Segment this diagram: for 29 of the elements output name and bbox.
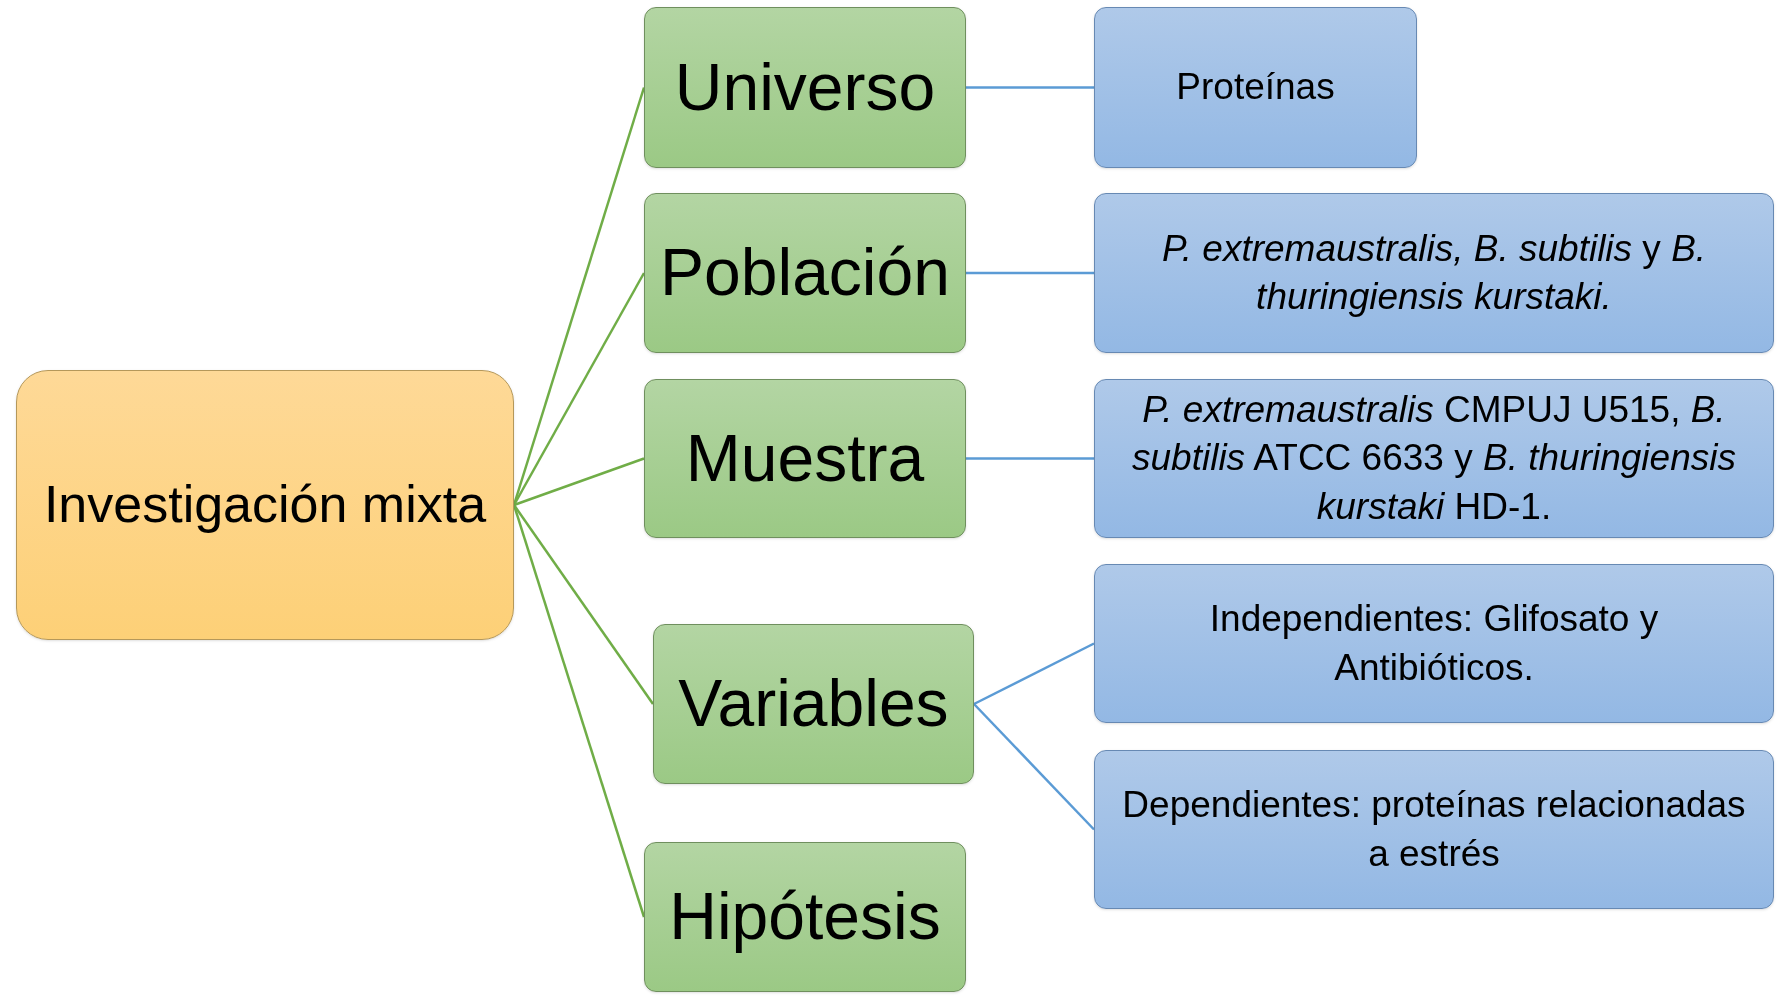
- box-text: Investigación mixta: [43, 474, 487, 536]
- box-text: Proteínas: [1176, 65, 1335, 110]
- box-text: Variables: [678, 666, 949, 742]
- detail-box: [1094, 564, 1774, 723]
- category-box: [653, 624, 974, 784]
- box-text: Muestra: [685, 420, 925, 497]
- detail-box: [1094, 7, 1417, 168]
- connector-line: [973, 642, 1095, 706]
- root-box: [16, 370, 514, 640]
- connector-line: [513, 457, 645, 507]
- box-text: Hipótesis: [669, 879, 941, 955]
- category-box: [644, 842, 966, 992]
- box-text: Población: [660, 235, 950, 311]
- category-box: [644, 193, 966, 353]
- connector-line: [966, 86, 1094, 89]
- connector-line: [966, 457, 1094, 460]
- detail-box: [1094, 379, 1774, 538]
- connector-line: [966, 271, 1094, 275]
- category-box: [644, 7, 966, 168]
- box-text: Universo: [674, 49, 936, 126]
- box-text: P. extremaustralis CMPUJ U515, B. subtilis ATCC 6633 y B. thuringiensis kurstaki HD-1.: [1131, 388, 1737, 529]
- detail-box: [1094, 750, 1774, 909]
- box-text: Independientes: Glifosato y Antibióticos.: [1208, 597, 1660, 690]
- connector-line: [973, 703, 1095, 831]
- category-box: [644, 379, 966, 538]
- detail-box: [1094, 193, 1774, 353]
- box-text: P. extremaustralis, B. subtilis y B. thuringiensis kurstaki.: [1160, 226, 1708, 319]
- connector-line: [512, 504, 655, 705]
- box-text: Dependientes: proteínas relacionadas a estrés: [1121, 783, 1747, 876]
